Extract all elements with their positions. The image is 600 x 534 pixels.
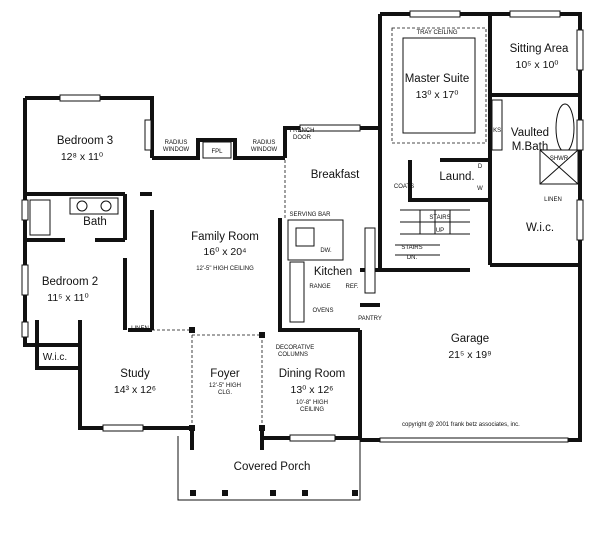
- fireplace: [202, 141, 232, 159]
- dining-room-dim: 13⁰ x 12⁶: [291, 384, 334, 396]
- tray-ceiling-inner: [402, 37, 476, 134]
- laundry-label: Laund.: [439, 171, 474, 183]
- stairs-dn-a: STAIRS: [401, 245, 422, 251]
- sitting-area-label: Sitting Area: [510, 43, 569, 55]
- dashed-openings: [152, 160, 286, 428]
- ovens-label: OVENS: [312, 308, 333, 314]
- ref-label: REF.: [345, 284, 358, 290]
- linen-left-label: LINEN: [131, 326, 149, 332]
- dining-room-note-2: CEILING: [300, 407, 324, 413]
- foyer-note-1: 12'-5" HIGH: [209, 383, 241, 389]
- study-dim: 14³ x 12⁶: [114, 384, 156, 396]
- radius-window-1-a: RADIUS: [165, 140, 188, 146]
- kitchen-counters: [287, 219, 376, 323]
- bedroom3-dim: 12⁸ x 11⁰: [61, 151, 104, 163]
- dining-room-note-1: 10'-8" HIGH: [296, 400, 328, 406]
- decorative-columns-b: COLUMNS: [278, 352, 308, 358]
- bedroom3-label: Bedroom 3: [57, 135, 113, 147]
- family-room-dim: 16⁰ x 20⁴: [203, 246, 246, 258]
- range-label: RANGE: [309, 284, 330, 290]
- garage-dim: 21⁵ x 19⁹: [448, 349, 491, 361]
- master-suite-dim: 13⁰ x 17⁰: [416, 89, 460, 101]
- vaulted-bath-label-2: M.Bath: [512, 141, 548, 153]
- french-door-a: FRENCH: [290, 128, 315, 134]
- radius-window-1-b: WINDOW: [163, 147, 190, 153]
- bedroom2-label: Bedroom 2: [42, 276, 98, 288]
- foyer-label: Foyer: [210, 368, 240, 380]
- stairs-dn-b: DN.: [407, 255, 418, 261]
- serving-bar-label: SERVING BAR: [290, 212, 332, 218]
- washer-label: W: [477, 186, 483, 192]
- radius-window-2-b: WINDOW: [251, 147, 278, 153]
- ks-label: KS.: [493, 128, 503, 134]
- french-door-b: DOOR: [293, 135, 312, 141]
- linen-right-label: LINEN: [544, 197, 562, 203]
- master-suite-label: Master Suite: [405, 73, 470, 85]
- foyer-note-2: CLG.: [218, 390, 232, 396]
- kitchen-label: Kitchen: [314, 266, 352, 278]
- garage-label: Garage: [451, 333, 489, 345]
- sitting-area-dim: 10⁵ x 10⁰: [515, 59, 559, 71]
- bath-label: Bath: [83, 216, 107, 228]
- stairs-up-a: STAIRS: [429, 215, 450, 221]
- study-label: Study: [120, 368, 150, 380]
- wic-left-label: W.i.c.: [43, 352, 67, 363]
- copyright-notice: copyright @ 2001 frank betz associates, …: [402, 422, 520, 428]
- dryer-label: D: [478, 164, 483, 170]
- tray-ceiling-label: TRAY CEILING: [416, 30, 457, 36]
- family-room-label: Family Room: [191, 231, 259, 243]
- radius-window-2-a: RADIUS: [253, 140, 276, 146]
- covered-porch-label: Covered Porch: [234, 461, 311, 473]
- stairs-up-b: UP: [436, 228, 444, 234]
- stairs: [395, 209, 470, 256]
- fpl-label: FPL: [211, 149, 223, 155]
- windows: [21, 10, 584, 442]
- shwr-label: SHWR: [550, 156, 569, 162]
- breakfast-label: Breakfast: [311, 169, 360, 181]
- garage-door: [379, 437, 569, 443]
- bath-fixtures: [29, 99, 579, 236]
- wic-right-label: W.i.c.: [526, 222, 554, 234]
- pantry-label: PANTRY: [358, 316, 382, 322]
- tray-ceiling-outline: [391, 27, 487, 144]
- family-room-note: 12'-5" HIGH CEILING: [196, 266, 254, 272]
- dining-room-label: Dining Room: [279, 368, 345, 380]
- dw-label: DW.: [320, 248, 332, 254]
- bedroom2-dim: 11⁵ x 11⁰: [47, 292, 89, 304]
- columns: [189, 327, 358, 496]
- coats-label: COATS: [394, 184, 414, 190]
- vaulted-bath-label-1: Vaulted: [511, 127, 549, 139]
- decorative-columns-a: DECORATIVE: [276, 345, 315, 351]
